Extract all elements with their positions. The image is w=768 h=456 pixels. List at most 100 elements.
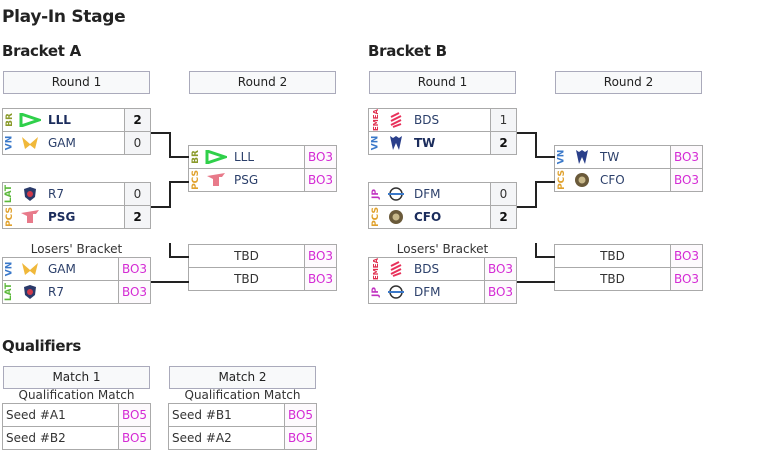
team-row[interactable]: JP DFM 0 bbox=[368, 182, 517, 206]
match-b-r1-1[interactable]: EMEA BDS 1 VN TW 2 bbox=[368, 108, 517, 155]
region-badge: BR bbox=[190, 150, 201, 164]
match-a-r2-decider[interactable]: TBD BO3 TBD BO3 bbox=[188, 244, 337, 291]
team-row[interactable]: TBD BO3 bbox=[188, 267, 337, 291]
match-format: BO5 bbox=[118, 404, 150, 426]
gam-logo-icon bbox=[16, 258, 44, 280]
connector-line bbox=[535, 181, 555, 183]
team-score: 0 bbox=[490, 183, 516, 205]
team-row[interactable]: TBD BO3 bbox=[188, 244, 337, 268]
team-row[interactable]: BR LLL BO3 bbox=[188, 145, 337, 169]
team-row[interactable]: VN GAM 0 bbox=[2, 131, 151, 155]
region-badge: PCS bbox=[190, 170, 201, 190]
region-badge: EMEA bbox=[371, 109, 380, 131]
qualifier-match2-caption: Qualification Match bbox=[184, 388, 301, 402]
region-badge: JP bbox=[370, 189, 381, 199]
region-badge: LAT bbox=[4, 184, 15, 204]
team-name: BDS bbox=[414, 113, 440, 127]
team-row[interactable]: PCS CFO BO3 bbox=[554, 168, 703, 192]
bracket-a-round1-header: Round 1 bbox=[3, 71, 150, 94]
region-badge: EMEA bbox=[371, 258, 380, 280]
match-b-losers[interactable]: EMEA BDS BO3 JP DFM BO3 bbox=[368, 257, 517, 304]
seed-row[interactable]: Seed #B2 BO5 bbox=[2, 426, 151, 450]
match-format: BO5 bbox=[118, 427, 150, 449]
connector-line bbox=[169, 181, 189, 183]
team-row[interactable]: JP DFM BO3 bbox=[368, 280, 517, 304]
team-row[interactable]: VN TW BO3 bbox=[554, 145, 703, 169]
seed-row[interactable]: Seed #A1 BO5 bbox=[2, 403, 151, 427]
team-row[interactable]: PCS PSG BO3 bbox=[188, 168, 337, 192]
match-b-r2-winners[interactable]: VN TW BO3 PCS CFO BO3 bbox=[554, 145, 703, 192]
match-format: BO5 bbox=[284, 404, 316, 426]
qualifier-match-2[interactable]: Seed #B1 BO5 Seed #A2 BO5 bbox=[168, 403, 317, 450]
seed-name: Seed #A1 bbox=[6, 408, 66, 422]
lll-logo-icon bbox=[16, 109, 44, 131]
match-format: BO3 bbox=[304, 146, 336, 168]
qualifier-match1-header: Match 1 bbox=[3, 366, 150, 389]
connector-line bbox=[169, 156, 189, 158]
team-name: TW bbox=[414, 136, 436, 150]
team-score: 0 bbox=[124, 183, 150, 205]
cfo-logo-icon bbox=[568, 169, 596, 191]
team-row[interactable]: VN GAM BO3 bbox=[2, 257, 151, 281]
losers-bracket-label-b: Losers' Bracket bbox=[396, 242, 489, 256]
team-name: DFM bbox=[414, 187, 441, 201]
team-row[interactable]: TBD BO3 bbox=[554, 244, 703, 268]
match-format: BO3 bbox=[304, 268, 336, 290]
team-name: TBD bbox=[234, 249, 259, 263]
qualifier-match-1[interactable]: Seed #A1 BO5 Seed #B2 BO5 bbox=[2, 403, 151, 450]
match-format: BO3 bbox=[304, 245, 336, 267]
team-name: CFO bbox=[600, 173, 625, 187]
connector-line bbox=[169, 132, 171, 157]
team-name: R7 bbox=[48, 187, 64, 201]
connector-line bbox=[535, 156, 555, 158]
team-row[interactable]: LAT R7 BO3 bbox=[2, 280, 151, 304]
dfm-logo-icon bbox=[382, 183, 410, 205]
team-row[interactable]: VN TW 2 bbox=[368, 131, 517, 155]
region-badge: PCS bbox=[370, 207, 381, 227]
bracket-a-round2-header: Round 2 bbox=[189, 71, 336, 94]
team-row[interactable]: BR LLL 2 bbox=[2, 108, 151, 132]
psg-logo-icon bbox=[16, 206, 44, 228]
region-badge: VN bbox=[370, 135, 381, 151]
connector-line bbox=[517, 206, 537, 208]
team-row[interactable]: EMEA BDS BO3 bbox=[368, 257, 517, 281]
match-a-r1-2[interactable]: LAT R7 0 PCS PSG 2 bbox=[2, 182, 151, 229]
match-format: BO3 bbox=[118, 281, 150, 303]
match-a-r2-winners[interactable]: BR LLL BO3 PCS PSG BO3 bbox=[188, 145, 337, 192]
region-badge: VN bbox=[556, 149, 567, 165]
lll-logo-icon bbox=[202, 146, 230, 168]
bracket-b-round1-header: Round 1 bbox=[369, 71, 516, 94]
r7-logo-icon bbox=[16, 281, 44, 303]
team-row[interactable]: TBD BO3 bbox=[554, 267, 703, 291]
team-score: 2 bbox=[124, 109, 150, 131]
match-b-r2-decider[interactable]: TBD BO3 TBD BO3 bbox=[554, 244, 703, 291]
bracket-a-title: Bracket A bbox=[2, 42, 81, 60]
match-a-losers[interactable]: VN GAM BO3 LAT R7 BO3 bbox=[2, 257, 151, 304]
team-name: PSG bbox=[48, 210, 76, 224]
match-format: BO5 bbox=[284, 427, 316, 449]
match-format: BO3 bbox=[670, 146, 702, 168]
connector-line bbox=[151, 281, 189, 283]
team-row[interactable]: LAT R7 0 bbox=[2, 182, 151, 206]
team-name: PSG bbox=[234, 173, 259, 187]
region-badge: PCS bbox=[4, 207, 15, 227]
team-name: TBD bbox=[600, 249, 625, 263]
connector-line bbox=[169, 256, 189, 258]
seed-row[interactable]: Seed #B1 BO5 bbox=[168, 403, 317, 427]
connector-line bbox=[535, 182, 537, 208]
match-b-r1-2[interactable]: JP DFM 0 PCS CFO 2 bbox=[368, 182, 517, 229]
bds-logo-icon bbox=[382, 109, 410, 131]
connector-line bbox=[535, 243, 537, 257]
match-format: BO3 bbox=[118, 258, 150, 280]
connector-line bbox=[151, 132, 171, 134]
cfo-logo-icon bbox=[382, 206, 410, 228]
team-row[interactable]: EMEA BDS 1 bbox=[368, 108, 517, 132]
match-a-r1-1[interactable]: BR LLL 2 VN GAM 0 bbox=[2, 108, 151, 155]
team-row[interactable]: PCS PSG 2 bbox=[2, 205, 151, 229]
connector-line bbox=[169, 182, 171, 208]
team-row[interactable]: PCS CFO 2 bbox=[368, 205, 517, 229]
team-name: TBD bbox=[600, 272, 625, 286]
connector-line bbox=[535, 256, 555, 258]
r7-logo-icon bbox=[16, 183, 44, 205]
seed-row[interactable]: Seed #A2 BO5 bbox=[168, 426, 317, 450]
